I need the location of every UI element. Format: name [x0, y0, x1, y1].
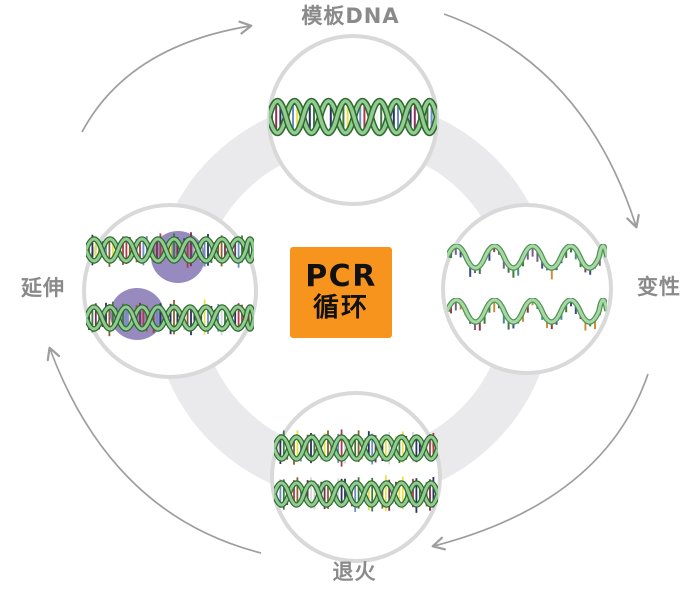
center-pcr-cycle-box: PCR 循环	[290, 247, 392, 338]
arrow-annealing-to-extension-icon	[46, 346, 262, 554]
stage-label-denaturation: 变性	[637, 275, 681, 299]
dna-primer-annealed-strand-icon	[274, 475, 438, 513]
stage-circle-extension	[82, 203, 258, 379]
arrow-template-to-denaturation-icon	[443, 13, 640, 229]
arrow-extension-to-template-icon	[81, 20, 253, 133]
stage-label-extension: 延伸	[21, 276, 65, 300]
dna-single-strand-icon	[447, 298, 607, 331]
center-box-line2: 循环	[312, 293, 369, 324]
dna-primer-annealed-strand-icon	[274, 429, 438, 467]
stage-circle-template-dna	[267, 34, 439, 206]
center-box-line1: PCR	[305, 258, 377, 294]
dna-double-helix-icon	[269, 97, 437, 137]
dna-extension-strand-icon	[86, 299, 254, 337]
stage-label-template-dna: 模板DNA	[301, 4, 400, 28]
stage-circle-denaturation	[441, 203, 613, 375]
stage-circle-annealing	[270, 391, 442, 563]
stage-label-annealing: 退火	[332, 560, 377, 584]
arrow-denaturation-to-annealing-icon	[431, 373, 649, 551]
dna-extension-strand-icon	[86, 232, 254, 268]
dna-single-strand-icon	[447, 244, 607, 280]
